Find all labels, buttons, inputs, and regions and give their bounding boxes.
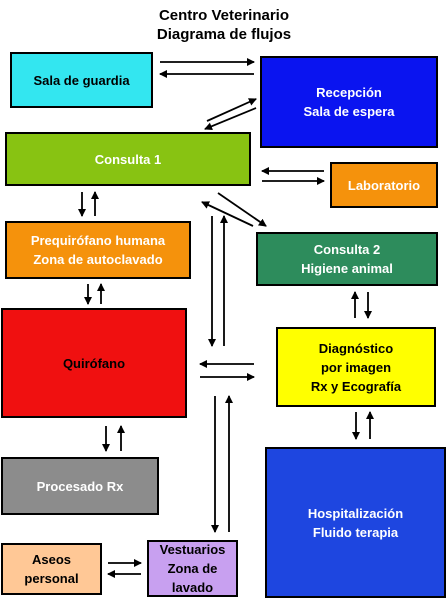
box-label: Aseos personal <box>24 552 79 586</box>
arrow-consulta2-to-consulta1 <box>201 201 254 227</box>
box-prequirofano: Prequirófano humana Zona de autoclavado <box>5 221 191 279</box>
box-laboratorio: Laboratorio <box>330 162 438 208</box>
box-label: Sala de guardia <box>33 72 130 88</box>
box-quirofano: Quirófano <box>1 308 187 418</box>
box-label: Diagnóstico por imagen Rx y Ecografía <box>310 340 402 394</box>
title-line-2: Diagrama de flujos <box>156 26 292 43</box>
box-label: Hospitalización Fluido terapia <box>307 505 404 540</box>
box-label: Quirófano <box>62 355 126 371</box>
box-consulta-1: Consulta 1 <box>5 132 251 186</box>
box-label: Consulta 1 <box>94 151 162 167</box>
box-recepcion: Recepción Sala de espera <box>260 56 438 148</box>
box-diagnostico: Diagnóstico por imagen Rx y Ecografía <box>276 327 436 407</box>
box-procesado-rx: Procesado Rx <box>1 457 159 515</box>
box-consulta-2: Consulta 2 Higiene animal <box>256 232 438 286</box>
arrow-recepcion-to-consulta1 <box>204 107 257 131</box>
box-label: Consulta 2 Higiene animal <box>301 242 393 276</box>
title-line-1: Centro Veterinario <box>158 7 290 24</box>
arrow-consulta1-to-recepcion <box>206 98 257 122</box>
box-label: Vestuarios Zona de lavado <box>159 542 226 595</box>
box-hospitalizacion: Hospitalización Fluido terapia <box>265 447 446 598</box>
box-sala-de-guardia: Sala de guardia <box>10 52 153 108</box>
box-label: Procesado Rx <box>36 478 124 494</box>
box-label: Recepción Sala de espera <box>303 85 395 119</box>
box-label: Prequirófano humana Zona de autoclavado <box>30 233 166 267</box>
box-vestuarios: Vestuarios Zona de lavado <box>147 540 238 597</box>
box-label: Laboratorio <box>347 177 421 193</box>
arrow-consulta1-to-consulta2 <box>217 192 267 227</box>
diagram-title: Centro Veterinario Diagrama de flujos <box>0 6 448 44</box>
box-aseos: Aseos personal <box>1 543 102 595</box>
